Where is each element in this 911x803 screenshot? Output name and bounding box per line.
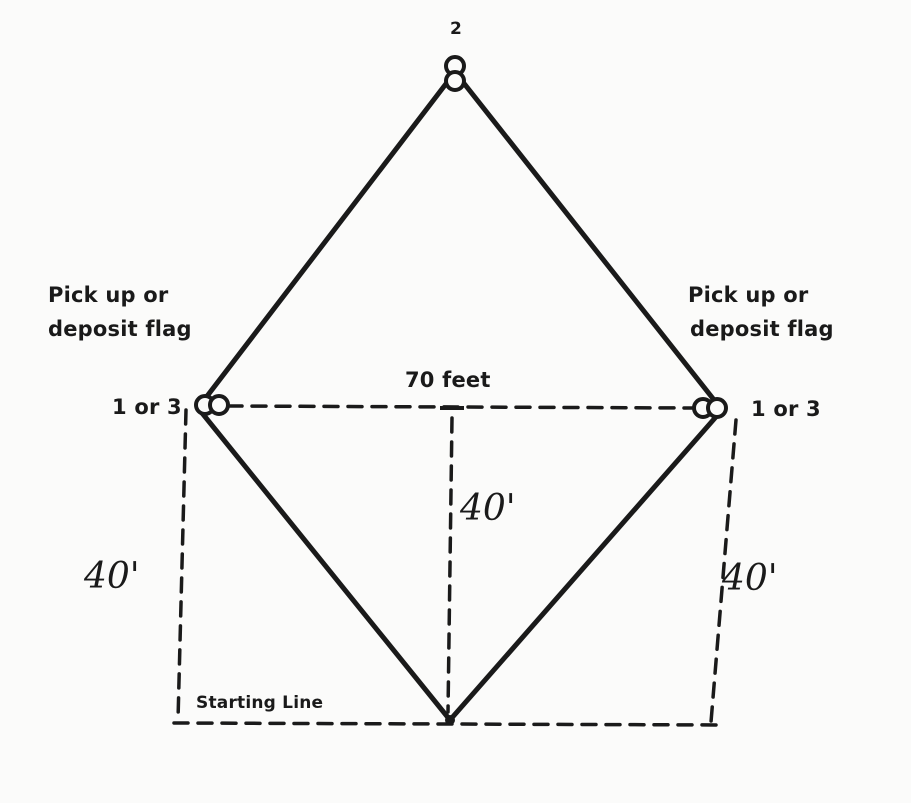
left-height-label: 40' [84, 556, 140, 597]
cone-left-ring-b [208, 394, 230, 416]
right-cone-label: 1 or 3 [751, 397, 821, 421]
dimension-lines [172, 404, 738, 727]
course-line-top-right [452, 69, 725, 413]
course-line-top-left [195, 69, 458, 411]
cone-left [194, 394, 230, 416]
right-flag-label-line2: deposit flag [690, 317, 834, 341]
cone-right [692, 397, 728, 419]
center-height-line [446, 416, 454, 714]
right-height-label: 40' [722, 558, 778, 599]
left-cone-label: 1 or 3 [112, 395, 182, 419]
starting-line-label: Starting Line [196, 693, 324, 713]
width-dimension-line [226, 404, 694, 410]
left-flag-label-line2: deposit flag [48, 317, 192, 341]
course-line-bottom-left [195, 405, 453, 723]
width-label: 70 feet [405, 368, 491, 392]
cone-top [444, 55, 466, 92]
start-point-marker [445, 715, 455, 725]
cone-top-lower-ring [444, 70, 466, 92]
course-lines [195, 69, 725, 723]
cone-right-ring-b [706, 397, 728, 419]
center-height-label: 40' [460, 488, 516, 529]
right-flag-label-line1: Pick up or [688, 283, 809, 307]
left-flag-label-line1: Pick up or [48, 283, 169, 307]
right-height-line [709, 418, 738, 724]
course-line-bottom-right [447, 407, 725, 723]
cone-top-label: 2 [450, 19, 463, 39]
left-height-line [176, 408, 188, 722]
